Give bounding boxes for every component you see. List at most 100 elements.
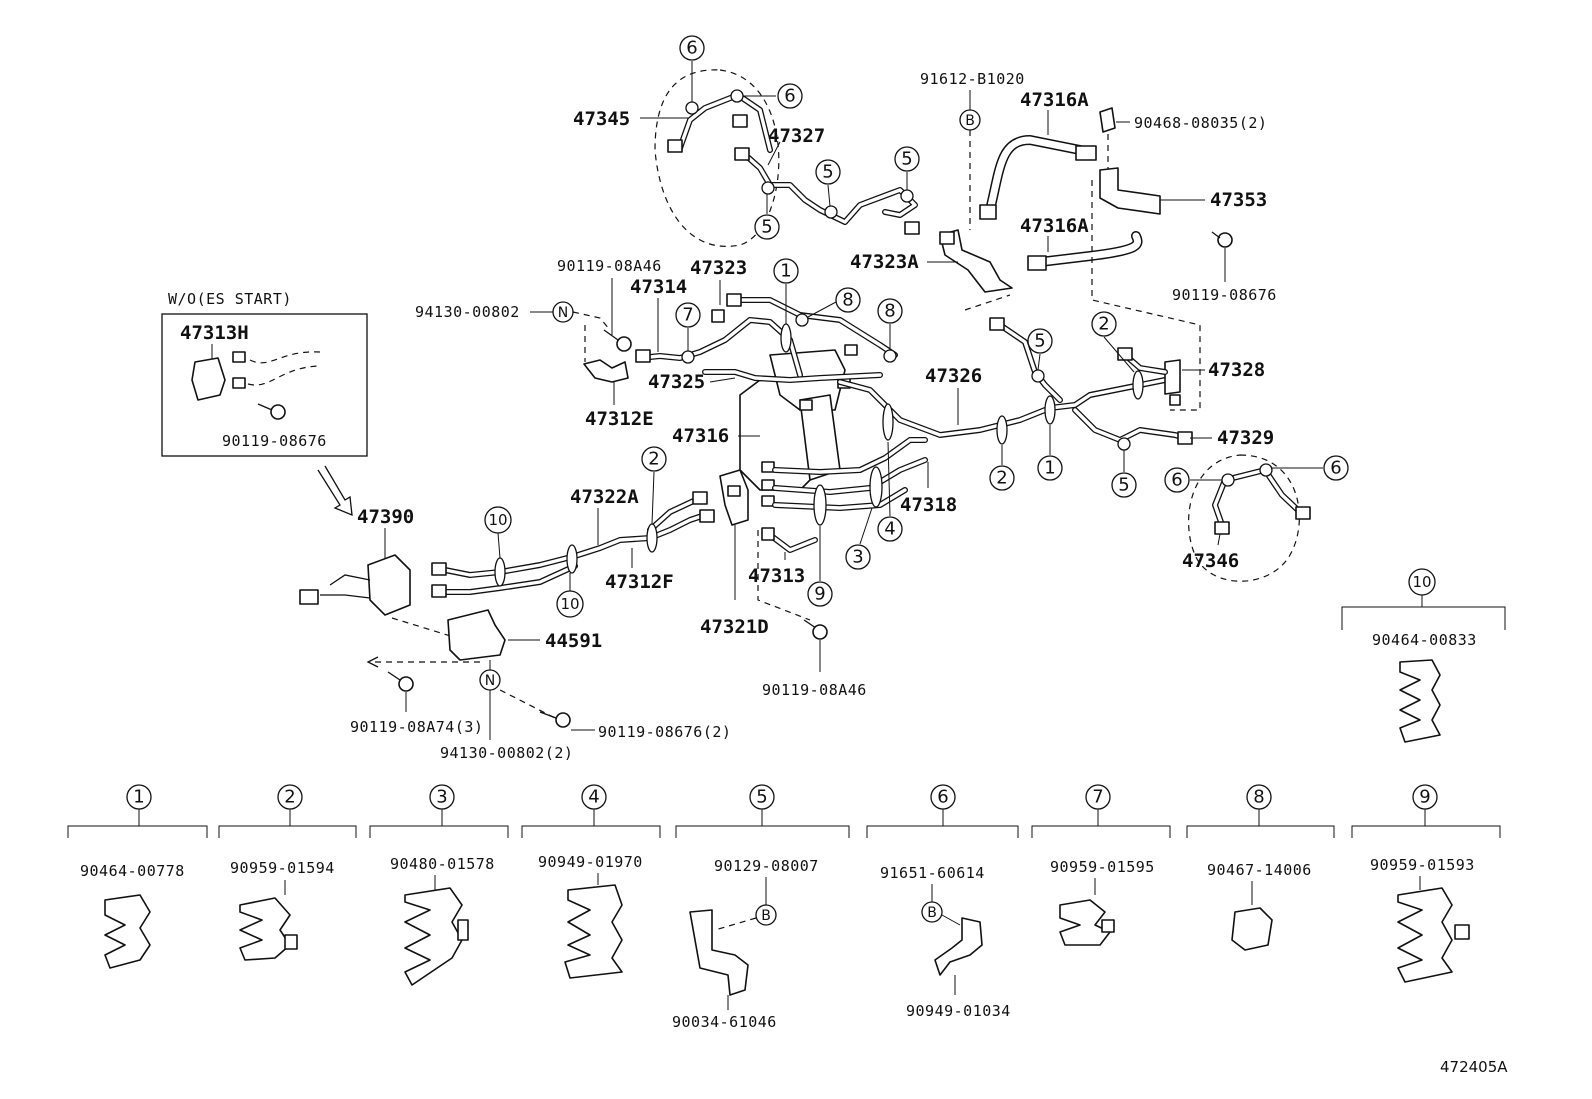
label-47353: 47353: [1210, 189, 1267, 211]
callout-5-c: 5: [901, 149, 912, 170]
label-47316: 47316: [672, 425, 729, 447]
label-47318: 47318: [900, 494, 957, 516]
legend-1: 1 90464-00778: [67, 784, 208, 969]
callout-6-d: 6: [1330, 458, 1341, 479]
legend-4-part: 90949-01970: [538, 853, 643, 871]
callout-1-a: 1: [780, 261, 791, 282]
label-47345: 47345: [573, 108, 630, 130]
label-47325: 47325: [648, 371, 705, 393]
tube-47329: [1072, 407, 1193, 445]
tube-to-47328: [1117, 347, 1168, 375]
legend-5: 5 90129-08007 B 90034-61046: [672, 784, 850, 1031]
legend-7-num: 7: [1092, 787, 1103, 808]
callout-7: 7: [682, 305, 693, 326]
callout-5-e: 5: [1118, 475, 1129, 496]
label-90119-08a74: 90119-08A74(3): [350, 718, 483, 736]
tube-47313: [761, 527, 818, 553]
fittings-top-left: [667, 114, 920, 235]
callout-5-a: 5: [822, 162, 833, 183]
clip-90468: [1099, 107, 1116, 133]
label-90119-08a46-top: 90119-08A46: [557, 257, 662, 275]
legend-8-num: 8: [1253, 787, 1264, 808]
bolt-90119-08a46-top: [603, 329, 632, 352]
legend-4: 4 90949-01970: [521, 784, 661, 979]
legend-2-num: 2: [284, 787, 295, 808]
bolt-90119-08676-right: [1211, 231, 1233, 248]
callout-4: 4: [884, 519, 895, 540]
legend-3: 3 90480-01578: [369, 784, 509, 986]
label-47322a: 47322A: [570, 486, 639, 508]
label-47327: 47327: [768, 125, 825, 147]
bolt-90119-08a74: [387, 671, 414, 692]
callout-2-c: 2: [648, 449, 659, 470]
legend-2-part: 90959-01594: [230, 859, 335, 877]
legend-7: 7 90959-01595: [1031, 784, 1171, 946]
label-91612-b1020: 91612-B1020: [920, 70, 1025, 88]
callout-3: 3: [852, 547, 863, 568]
legend-5-part: 90129-08007: [714, 857, 819, 875]
label-47346: 47346: [1182, 550, 1239, 572]
marker-b-top: B: [965, 113, 975, 129]
bracket-47353: [1099, 167, 1161, 215]
callouts-center: 1 7 8 8 5 2 2 1 5 4 3 9: [675, 258, 1137, 607]
hose-47316a-upper: [979, 135, 1097, 220]
label-94130-00802-2: 94130-00802(2): [440, 744, 573, 762]
label-94130-00802: 94130-00802: [415, 303, 520, 321]
clamp-dots-top: [685, 89, 914, 219]
legend-4-num: 4: [588, 787, 599, 808]
label-47329: 47329: [1217, 427, 1274, 449]
bracket-47323a: [939, 229, 1013, 293]
oval-clamps: [780, 323, 1144, 526]
tube-47322a: [431, 491, 715, 598]
tube-47325: [702, 369, 883, 383]
label-47316a-top: 47316A: [1020, 89, 1089, 111]
legend-9-part: 90959-01593: [1370, 856, 1475, 874]
tube-47346: [1212, 467, 1311, 535]
label-47321d: 47321D: [700, 616, 769, 638]
bracket-47321d: [719, 469, 749, 526]
legend-7-part: 90959-01595: [1050, 858, 1155, 876]
callout-10-b: 10: [560, 595, 579, 613]
legend-6-marker-b: B: [927, 905, 937, 921]
label-90119-08676-right: 90119-08676: [1172, 286, 1277, 304]
legend-6: 6 91651-60614 B 90949-01034: [866, 784, 1019, 1020]
bolt-90119-08676-2: [539, 711, 571, 728]
label-47390: 47390: [357, 506, 414, 528]
legend-2: 2 90959-01594: [218, 784, 357, 961]
tube-upper-right: [989, 317, 1063, 403]
legend-6-extra: 90949-01034: [906, 1002, 1011, 1020]
label-47314: 47314: [630, 276, 687, 298]
callout-2-a: 2: [1098, 314, 1109, 335]
callout-6-b: 6: [784, 86, 795, 107]
label-inset-90119-08676: 90119-08676: [222, 432, 327, 450]
inset-title: W/O(ES START): [168, 290, 292, 308]
legend-8-part: 90467-14006: [1207, 861, 1312, 879]
callout-10-a: 10: [488, 511, 507, 529]
legend-9-num: 9: [1419, 787, 1430, 808]
label-47328: 47328: [1208, 359, 1265, 381]
label-47326: 47326: [925, 365, 982, 387]
legend-9: 9 90959-01593: [1351, 784, 1501, 983]
callouts-left: 10 10 2: [484, 446, 667, 618]
legend-6-part: 91651-60614: [880, 864, 985, 882]
oval-clamps-left: [494, 523, 658, 587]
legend-6-num: 6: [937, 787, 948, 808]
marker-n-top: N: [558, 305, 568, 321]
marker-n-bottom: N: [485, 673, 495, 689]
label-47313h: 47313H: [180, 322, 249, 344]
bolt-90119-08a46-bottom: [803, 619, 828, 640]
connector-47390: [299, 554, 411, 616]
legend-3-num: 3: [436, 787, 447, 808]
legend-5-extra: 90034-61046: [672, 1013, 777, 1031]
dashed-region-47345: [654, 69, 780, 247]
inset-bolt: [257, 403, 286, 420]
label-90119-08676-2: 90119-08676(2): [598, 723, 731, 741]
legend-3-part: 90480-01578: [390, 855, 495, 873]
callout-6-a: 6: [686, 38, 697, 59]
legend-5-num: 5: [756, 787, 767, 808]
hose-47316a-lower: [1027, 231, 1143, 271]
label-47312e: 47312E: [585, 408, 654, 430]
callout-5-d: 5: [1034, 331, 1045, 352]
